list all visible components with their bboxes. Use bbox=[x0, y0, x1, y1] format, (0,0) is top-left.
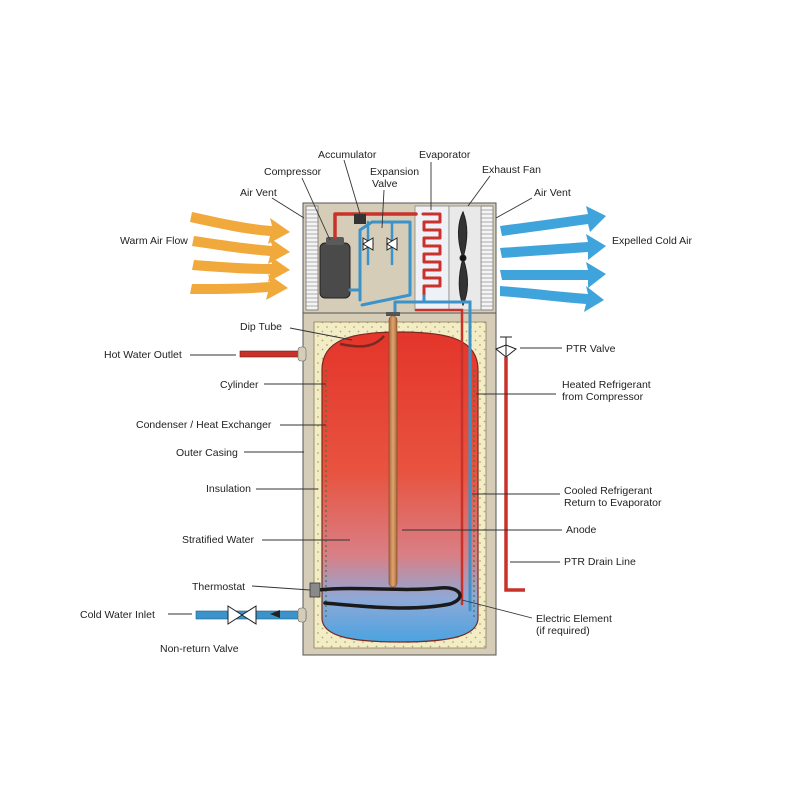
label-condenser: Condenser / Heat Exchanger bbox=[136, 419, 272, 431]
label-stratified-water: Stratified Water bbox=[182, 534, 254, 546]
label-expansion-valve-2: Valve bbox=[372, 178, 398, 190]
label-ptr-valve: PTR Valve bbox=[566, 343, 616, 355]
label-insulation: Insulation bbox=[206, 483, 251, 495]
label-warm-air-flow: Warm Air Flow bbox=[120, 235, 188, 247]
label-outer-casing: Outer Casing bbox=[176, 447, 238, 459]
exhaust-fan bbox=[458, 210, 468, 307]
hot-water-outlet-pipe bbox=[239, 346, 307, 362]
air-vent-right bbox=[480, 205, 494, 311]
label-cooled-refrigerant-2: Return to Evaporator bbox=[564, 497, 662, 509]
label-electric-element-1: Electric Element bbox=[536, 613, 612, 625]
cylinder bbox=[321, 331, 479, 643]
condenser-heat-exchanger bbox=[325, 370, 475, 620]
expansion-valve bbox=[362, 237, 398, 251]
leader-lines bbox=[168, 159, 562, 619]
compressor bbox=[319, 237, 351, 299]
electric-element bbox=[316, 586, 462, 610]
label-exhaust-fan: Exhaust Fan bbox=[482, 164, 541, 176]
label-expelled-cold-air: Expelled Cold Air bbox=[612, 235, 692, 247]
anode bbox=[386, 312, 400, 588]
label-non-return-valve: Non-return Valve bbox=[160, 643, 239, 655]
refrigerant-side-lines bbox=[414, 300, 472, 612]
ptr-drain-line bbox=[504, 357, 525, 592]
label-compressor: Compressor bbox=[264, 166, 322, 178]
non-return-valve bbox=[227, 605, 257, 625]
label-heated-refrigerant-1: Heated Refrigerant bbox=[562, 379, 651, 391]
label-cold-water-inlet: Cold Water Inlet bbox=[80, 609, 155, 621]
air-vent-left bbox=[305, 205, 319, 311]
label-air-vent-right: Air Vent bbox=[534, 187, 571, 199]
label-hot-water-outlet: Hot Water Outlet bbox=[104, 349, 182, 361]
label-cylinder: Cylinder bbox=[220, 379, 259, 391]
label-air-vent-left: Air Vent bbox=[240, 187, 277, 199]
label-ptr-drain-line: PTR Drain Line bbox=[564, 556, 636, 568]
thermostat bbox=[309, 582, 321, 598]
expelled-cold-air-arrows bbox=[500, 206, 606, 312]
label-heated-refrigerant-2: from Compressor bbox=[562, 391, 644, 403]
label-evaporator: Evaporator bbox=[419, 149, 471, 161]
accumulator bbox=[354, 214, 366, 224]
refrigerant-piping-top bbox=[333, 212, 442, 315]
label-anode: Anode bbox=[566, 524, 597, 536]
label-expansion-valve-1: Expansion bbox=[370, 166, 419, 178]
label-cooled-refrigerant-1: Cooled Refrigerant bbox=[564, 485, 652, 497]
warm-air-flow-arrows bbox=[190, 212, 290, 300]
label-electric-element-2: (if required) bbox=[536, 625, 590, 637]
labels: Accumulator Compressor Expansion Valve E… bbox=[80, 149, 692, 655]
label-dip-tube: Dip Tube bbox=[240, 321, 282, 333]
dip-tube bbox=[339, 335, 385, 348]
label-thermostat: Thermostat bbox=[192, 581, 245, 593]
label-accumulator: Accumulator bbox=[318, 149, 377, 161]
ptr-valve bbox=[495, 336, 517, 359]
